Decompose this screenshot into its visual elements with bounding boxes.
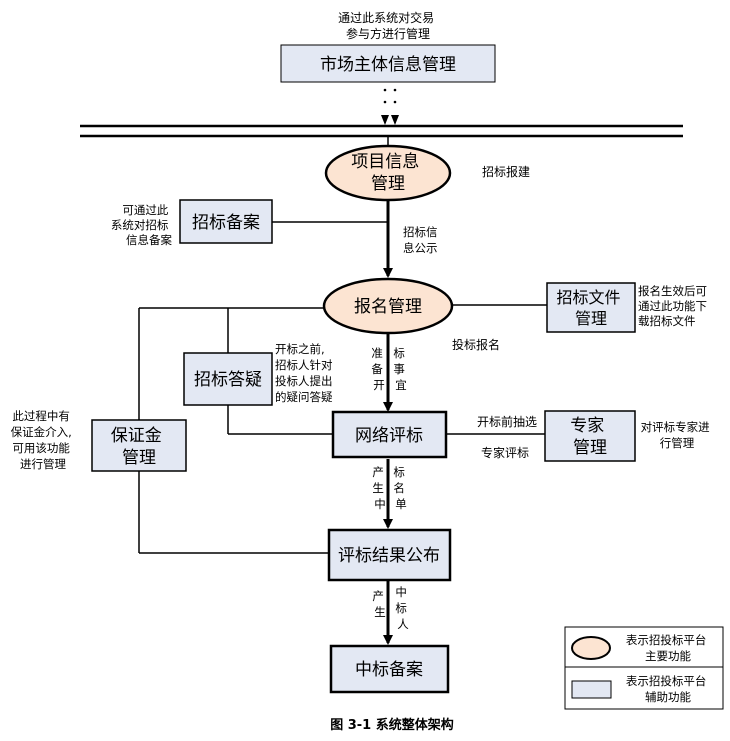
legend-main-label: 表示招投标平台 主要功能: [626, 633, 710, 663]
evaluation-box: [331, 410, 448, 459]
arrowheads-to-bus: [381, 115, 399, 125]
docs-box-label: 招标文件 管理: [556, 288, 625, 328]
matter-note: 标 事 宜: [393, 346, 408, 392]
filing-box: [179, 199, 273, 244]
register-ellipse: [322, 277, 454, 335]
legend-aux-swatch: [571, 680, 612, 699]
result-box-label: 评标结果公布: [338, 546, 440, 566]
figure-caption: 图 3-1 系统整体架构: [330, 717, 454, 733]
deposit-note: 此过程中有 保证金介入, 可用该功能 进行管理: [11, 409, 76, 471]
prepare-note: 准 备 开: [371, 346, 386, 392]
project-info-label: 项目信息 管理: [351, 152, 424, 194]
qa-box: [183, 352, 273, 406]
top-note: 通过此系统对交易 参与方进行管理: [338, 10, 438, 41]
produce-note-2: 产 生: [372, 589, 387, 619]
expert-box-label: 专家 管理: [570, 416, 609, 458]
docs-box: [546, 282, 636, 333]
register-label: 报名管理: [354, 297, 422, 317]
market-box: [280, 44, 496, 83]
award-box: [329, 644, 450, 694]
qa-box-label: 招标答疑: [194, 370, 262, 390]
legend-aux-label: 表示招投标平台 辅助功能: [626, 674, 710, 704]
bid-build-note: 招标报建: [482, 164, 530, 179]
deposit-box-label: 保证金 管理: [111, 426, 167, 468]
produce-note-1: 产 生 中: [372, 465, 387, 511]
deposit-box: [91, 419, 187, 472]
expert-pick-note: 开标前抽选: [477, 414, 537, 429]
project-info-ellipse: [324, 144, 452, 202]
docs-note: 报名生效后可 通过此功能下 载招标文件: [638, 284, 711, 328]
filing-box-label: 招标备案: [192, 213, 260, 233]
filing-note: 可通过此 系统对招标 信息备案: [111, 203, 173, 247]
award-box-label: 中标备案: [355, 660, 423, 680]
expert-eval-note: 专家评标: [481, 445, 529, 460]
expert-box: [544, 410, 636, 462]
evaluation-box-label: 网络评标: [355, 426, 423, 446]
market-box-label: 市场主体信息管理: [320, 55, 456, 75]
expert-note: 对评标专家进 行管理: [641, 420, 714, 450]
legend: 表示招投标平台 主要功能 表示招投标平台 辅助功能: [564, 626, 724, 710]
bid-register-note: 投标报名: [452, 337, 500, 352]
legend-main-swatch: [571, 636, 611, 660]
qa-note: 开标之前, 招标人针对 投标人提出 的疑问答疑: [275, 342, 336, 404]
winner-note: 中 标 人: [395, 585, 410, 631]
bidlist-note: 标 名 单: [393, 465, 408, 511]
result-box: [327, 528, 452, 582]
publish-note: 招标信 息公示: [403, 225, 441, 255]
continuation-dots: [383, 88, 397, 104]
